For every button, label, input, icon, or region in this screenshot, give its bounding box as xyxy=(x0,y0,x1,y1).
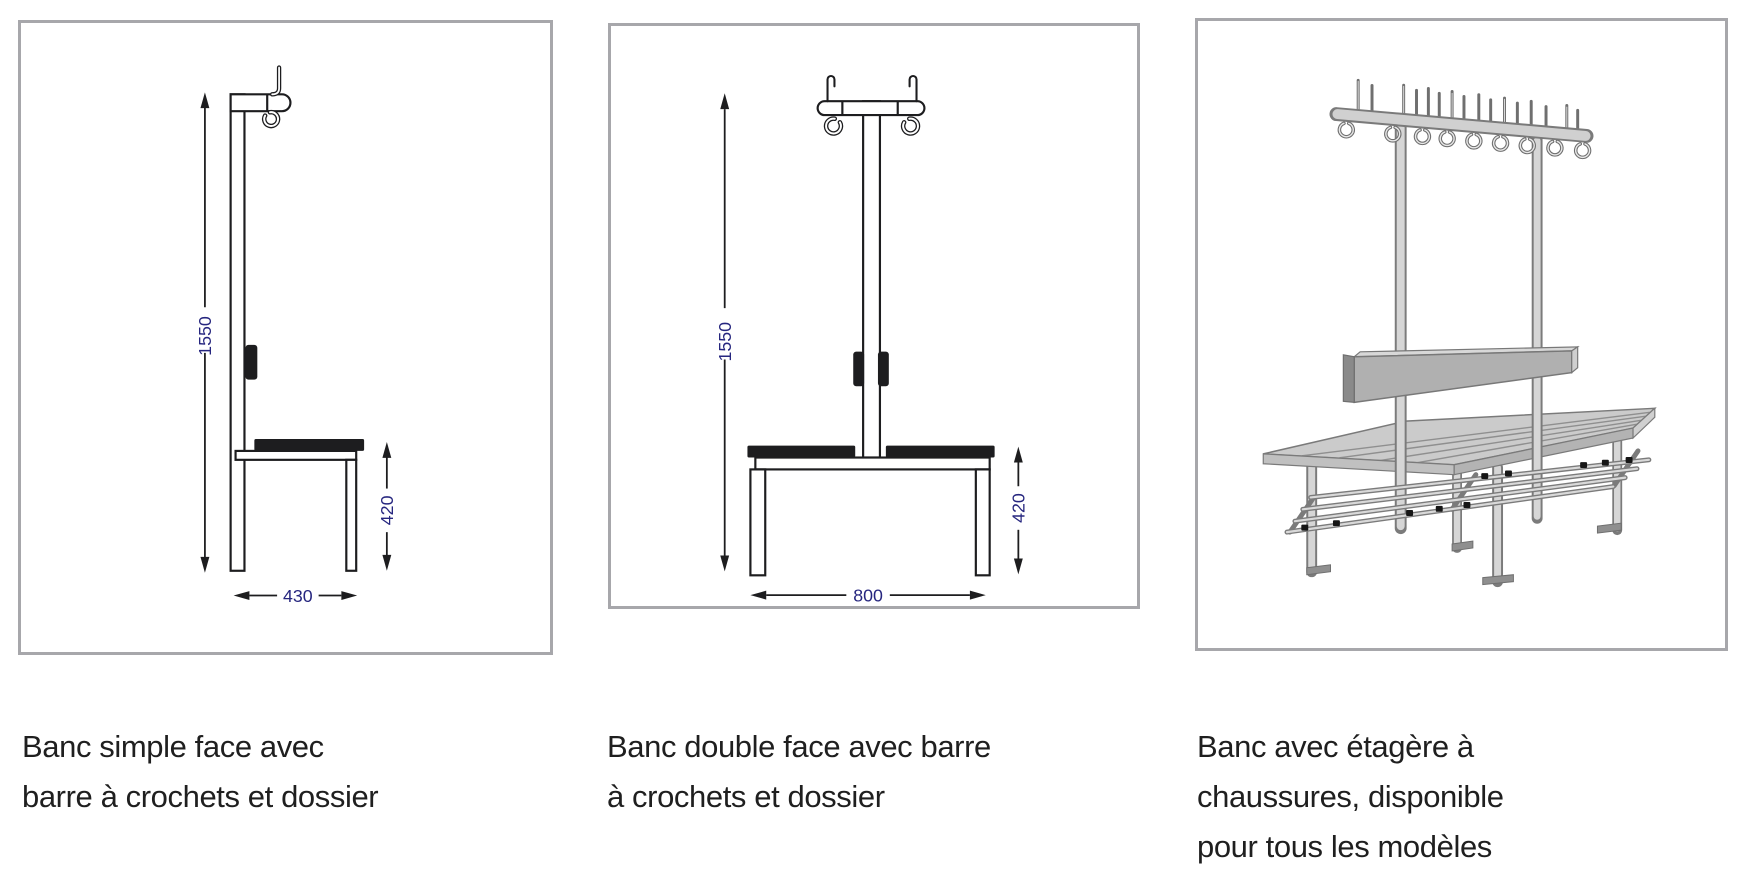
dimension-lines xyxy=(204,106,388,597)
dimension-seat-height-label: 420 xyxy=(377,495,397,525)
bench-double-face-drawing: 1550 420 800 xyxy=(715,74,1029,606)
leg-feet xyxy=(1306,522,1622,586)
upright-post xyxy=(229,93,246,572)
bench-single-face-drawing: 1550 420 430 xyxy=(195,65,397,606)
coat-hook-icon xyxy=(261,65,282,129)
bench-structure xyxy=(229,93,358,572)
dimension-arrowheads xyxy=(200,92,392,600)
caption-single-face-bench: Banc simple face avec barre à crochets e… xyxy=(22,722,379,822)
hook-bar xyxy=(816,100,926,117)
coat-hooks xyxy=(823,74,921,136)
caption-line: à crochets et dossier xyxy=(607,779,885,814)
dimension-seat-height-label: 420 xyxy=(1009,493,1029,523)
hook-prong-highlights xyxy=(1357,80,1568,131)
seat-rail xyxy=(754,456,991,471)
dimension-height-label: 1550 xyxy=(715,322,735,362)
caption-line: Banc avec étagère à xyxy=(1197,729,1474,764)
top-hook-icon xyxy=(826,74,836,103)
figure-panel-single-face-bench: 1550 420 430 xyxy=(18,20,553,655)
front-leg xyxy=(345,458,358,572)
center-post xyxy=(862,100,882,459)
seat-pad-right xyxy=(885,445,995,458)
dimension-height-label: 1550 xyxy=(195,316,215,356)
dimension-lines xyxy=(723,109,1020,597)
slatted-seat xyxy=(1262,406,1657,476)
figure-panel-double-face-bench: 1550 420 800 xyxy=(608,23,1140,609)
caption-shoe-shelf-bench: Banc avec étagère à chaussures, disponib… xyxy=(1197,722,1504,872)
shelf-clips xyxy=(1301,457,1633,531)
seat-pad-left xyxy=(747,445,856,458)
bench-structure xyxy=(749,100,991,577)
caption-line: chaussures, disponible xyxy=(1197,779,1504,814)
c-hooks xyxy=(1337,121,1592,160)
bench-shoe-shelf-render xyxy=(1262,78,1657,588)
caption-line: barre à crochets et dossier xyxy=(22,779,379,814)
top-hook-icon xyxy=(908,74,918,103)
caption-line: pour tous les modèles xyxy=(1197,829,1492,864)
backrest-pad-left xyxy=(853,351,865,387)
left-leg xyxy=(749,468,767,577)
seat-pad xyxy=(254,439,365,451)
right-leg xyxy=(974,468,991,577)
caption-line: Banc simple face avec xyxy=(22,729,324,764)
shoe-shelf xyxy=(1284,448,1652,535)
caption-double-face-bench: Banc double face avec barre à crochets e… xyxy=(607,722,991,822)
backrest-bar xyxy=(1342,345,1580,404)
hook-rail xyxy=(1329,107,1594,143)
backrest-pad xyxy=(245,344,258,380)
center-posts xyxy=(1394,121,1543,535)
backrest-pad-right xyxy=(877,351,889,387)
dimension-width-label: 800 xyxy=(853,586,883,606)
dimension-arrowheads xyxy=(720,93,1023,600)
seat-rail xyxy=(234,449,358,461)
hook-bar xyxy=(229,93,292,113)
dimension-depth-label: 430 xyxy=(283,586,313,606)
figure-panel-shoe-shelf-bench xyxy=(1195,18,1728,651)
caption-line: Banc double face avec barre xyxy=(607,729,991,764)
